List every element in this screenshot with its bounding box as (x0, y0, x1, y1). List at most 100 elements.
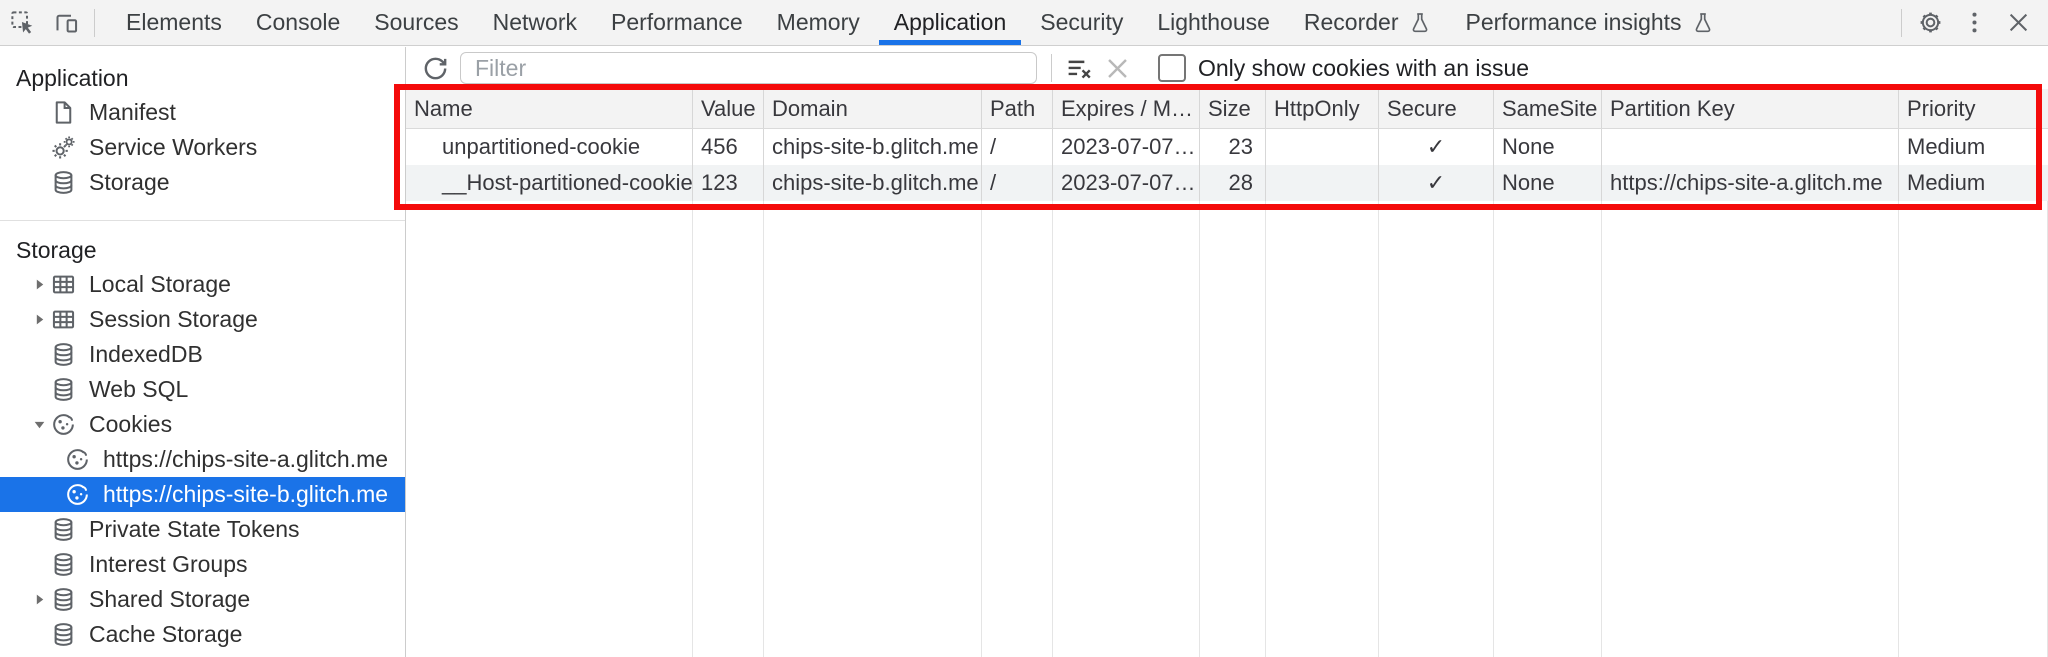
sidebar-item-cookies-chips-site-a[interactable]: https://chips-site-a.glitch.me (0, 442, 405, 477)
cell-partition-key[interactable] (1602, 129, 1899, 165)
cell-priority[interactable]: Medium (1907, 170, 1986, 195)
issue-filter-checkbox[interactable] (1158, 54, 1186, 82)
manifest-document-icon (50, 99, 77, 126)
cell-partition-key[interactable]: https://chips-site-a.glitch.me (1602, 165, 1899, 201)
tab-network[interactable]: Network (476, 0, 594, 45)
column-header-partition-key[interactable]: Partition Key (1602, 89, 1899, 128)
delete-selected-icon[interactable] (1098, 49, 1136, 87)
column-header-httponly[interactable]: HttpOnly (1266, 89, 1379, 128)
experiment-flask-icon (1691, 11, 1715, 35)
cell-size[interactable]: 23 (1200, 129, 1266, 165)
close-devtools-icon[interactable] (1996, 1, 2040, 45)
sidebar-item-label: Session Storage (89, 306, 258, 332)
cell-httponly[interactable] (1266, 165, 1379, 201)
tab-performance-insights[interactable]: Performance insights (1449, 0, 1732, 45)
issue-filter-label: Only show cookies with an issue (1198, 54, 1530, 81)
cell-domain[interactable]: chips-site-b.glitch.me (764, 129, 982, 165)
cell-samesite[interactable]: None (1494, 129, 1602, 165)
column-header-path[interactable]: Path (982, 89, 1053, 128)
settings-gear-icon[interactable] (1908, 1, 1952, 45)
tab-performance[interactable]: Performance (594, 0, 760, 45)
column-header-value[interactable]: Value (693, 89, 764, 128)
cell-expires[interactable]: 2023-07-07… (1053, 129, 1200, 165)
cell-path[interactable]: / (982, 129, 1053, 165)
caret-right-icon[interactable] (28, 274, 50, 296)
clear-all-cookies-icon[interactable] (1060, 49, 1098, 87)
cell-path[interactable]: / (982, 165, 1053, 201)
toolbar-divider (1051, 54, 1052, 82)
cell-name[interactable]: __Host-partitioned-cookie (406, 165, 693, 201)
tab-recorder[interactable]: Recorder (1287, 0, 1449, 45)
caret-slot (28, 519, 50, 541)
tab-label: Recorder (1303, 9, 1399, 35)
inspect-element-icon[interactable] (0, 1, 44, 45)
tab-security[interactable]: Security (1023, 0, 1140, 45)
cell-value[interactable]: 456 (693, 129, 764, 165)
tab-memory[interactable]: Memory (760, 0, 877, 45)
tab-label: Elements (126, 9, 222, 35)
database-icon (50, 551, 77, 578)
tab-application[interactable]: Application (877, 0, 1024, 45)
section-title-storage: Storage (0, 220, 405, 267)
cell-secure[interactable]: ✓ (1379, 165, 1494, 201)
tab-label: Memory (776, 9, 860, 35)
column-header-domain[interactable]: Domain (764, 89, 982, 128)
cookie-row-unpartitioned[interactable]: unpartitioned-cookie 456 chips-site-b.gl… (406, 129, 2048, 165)
cell-expires[interactable]: 2023-07-07… (1053, 165, 1200, 201)
sidebar-item-cookies-chips-site-b[interactable]: https://chips-site-b.glitch.me (0, 477, 405, 512)
filter-input[interactable] (460, 52, 1037, 84)
empty-column (1266, 201, 1379, 657)
caret-right-icon[interactable] (28, 589, 50, 611)
cookie-row-host-partitioned[interactable]: __Host-partitioned-cookie 123 chips-site… (406, 165, 2048, 201)
devtools-tabbar: Elements Console Sources Network Perform… (0, 0, 2048, 46)
tab-elements[interactable]: Elements (109, 0, 239, 45)
sidebar-item-label: Interest Groups (89, 551, 248, 577)
cookie-icon (64, 481, 91, 508)
tab-sources[interactable]: Sources (357, 0, 475, 45)
column-header-priority[interactable]: Priority (1907, 95, 1976, 121)
sidebar-item-interest-groups[interactable]: Interest Groups (0, 547, 405, 582)
sidebar-item-storage[interactable]: Storage (0, 165, 405, 200)
tab-label: Performance (611, 9, 743, 35)
sidebar-item-cookies[interactable]: Cookies (0, 407, 405, 442)
cell-size[interactable]: 28 (1200, 165, 1266, 201)
sidebar-item-label: https://chips-site-a.glitch.me (103, 446, 389, 472)
column-header-expires[interactable]: Expires / M… (1053, 89, 1200, 128)
cell-samesite[interactable]: None (1494, 165, 1602, 201)
sidebar-item-session-storage[interactable]: Session Storage (0, 302, 405, 337)
caret-slot (28, 554, 50, 576)
sidebar-item-service-workers[interactable]: Service Workers (0, 130, 405, 165)
sidebar-item-web-sql[interactable]: Web SQL (0, 372, 405, 407)
column-header-samesite[interactable]: SameSite (1494, 89, 1602, 128)
more-options-kebab-icon[interactable] (1952, 1, 1996, 45)
column-header-name[interactable]: Name (406, 89, 693, 128)
sidebar-item-manifest[interactable]: Manifest (0, 95, 405, 130)
column-header-secure[interactable]: Secure (1379, 89, 1494, 128)
cell-secure[interactable]: ✓ (1379, 129, 1494, 165)
caret-right-icon[interactable] (28, 309, 50, 331)
table-grid-icon (50, 271, 77, 298)
panel-tabs: Elements Console Sources Network Perform… (109, 0, 1732, 45)
sidebar-item-shared-storage[interactable]: Shared Storage (0, 582, 405, 617)
sidebar-item-cache-storage[interactable]: Cache Storage (0, 617, 405, 652)
sidebar-item-local-storage[interactable]: Local Storage (0, 267, 405, 302)
empty-column (1053, 201, 1200, 657)
empty-column (1379, 201, 1494, 657)
sidebar-item-label: Service Workers (89, 134, 258, 160)
sidebar-item-indexeddb[interactable]: IndexedDB (0, 337, 405, 372)
cell-name[interactable]: unpartitioned-cookie (406, 129, 693, 165)
column-header-size[interactable]: Size (1200, 89, 1266, 128)
tab-console[interactable]: Console (239, 0, 357, 45)
device-toolbar-icon[interactable] (44, 1, 88, 45)
cell-priority[interactable]: Medium (1907, 134, 1986, 159)
cookie-icon (64, 446, 91, 473)
tab-lighthouse[interactable]: Lighthouse (1140, 0, 1287, 45)
cell-domain[interactable]: chips-site-b.glitch.me (764, 165, 982, 201)
cell-value[interactable]: 123 (693, 165, 764, 201)
database-icon (50, 169, 77, 196)
sidebar-item-private-state-tokens[interactable]: Private State Tokens (0, 512, 405, 547)
refresh-icon[interactable] (416, 49, 454, 87)
caret-down-icon[interactable] (28, 414, 50, 436)
cell-httponly[interactable] (1266, 129, 1379, 165)
empty-column (406, 201, 693, 657)
